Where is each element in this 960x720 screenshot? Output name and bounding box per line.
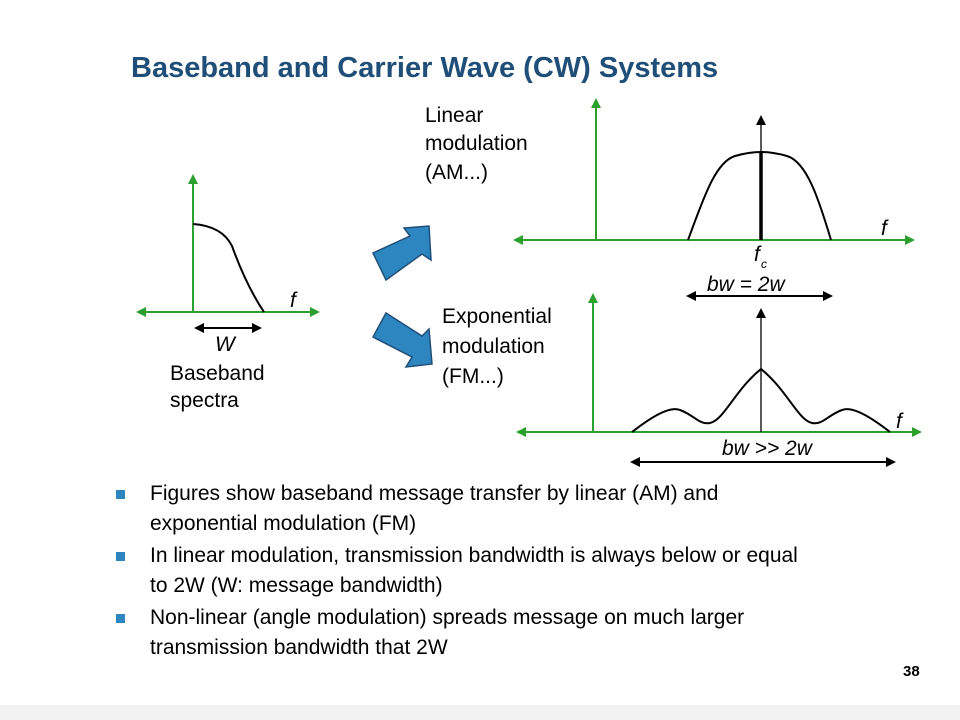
bullet-item: Figures show baseband message transfer b… [113, 479, 853, 539]
baseband-caption-line2: spectra [170, 389, 239, 412]
baseband-plot [136, 174, 320, 333]
exponential-label-line3: (FM...) [442, 365, 504, 388]
baseband-w-label: W [215, 333, 235, 356]
bullet-text-line1: Figures show baseband message transfer b… [150, 482, 719, 505]
bullet-text-line1: Non-linear (angle modulation) spreads me… [150, 606, 745, 629]
linear-spectrum-curve [687, 150, 832, 241]
page-number: 38 [903, 663, 920, 680]
baseband-f-label: f [290, 289, 296, 312]
bullet-list: Figures show baseband message transfer b… [113, 479, 853, 665]
linear-label-line1: Linear [425, 104, 484, 127]
baseband-caption-line1: Baseband [170, 362, 265, 385]
exponential-spectrum-curve [631, 367, 891, 433]
linear-bw-label: bw = 2w [707, 273, 785, 296]
bullet-text-line2: exponential modulation (FM) [150, 512, 417, 535]
bullet-square-icon [116, 490, 125, 499]
bullet-text-line2: transmission bandwidth that 2W [150, 636, 448, 659]
linear-label-line3: (AM...) [425, 161, 488, 184]
exponential-bw-label: bw >> 2w [722, 437, 812, 460]
bullet-square-icon [116, 552, 125, 561]
exponential-label-line1: Exponential [442, 305, 552, 328]
linear-plot [513, 98, 915, 301]
footer-band [0, 705, 960, 720]
slide-title: Baseband and Carrier Wave (CW) Systems [131, 52, 719, 84]
bullet-text-line1: In linear modulation, transmission bandw… [150, 544, 798, 567]
arrow-to-exponential [371, 311, 433, 368]
exponential-label-line2: modulation [442, 335, 545, 358]
baseband-spectrum-curve [192, 223, 265, 313]
linear-f-label: f [881, 217, 887, 240]
bullet-item: Non-linear (angle modulation) spreads me… [113, 603, 853, 663]
bullet-text-line2: to 2W (W: message bandwidth) [150, 574, 443, 597]
arrow-to-linear [371, 225, 432, 282]
bullet-square-icon [116, 614, 125, 623]
linear-label-line2: modulation [425, 132, 528, 155]
linear-fc-label: f [754, 243, 760, 266]
exponential-f-label: f [896, 410, 902, 433]
linear-fc-subscript: c [761, 257, 767, 271]
bullet-item: In linear modulation, transmission bandw… [113, 541, 853, 601]
exponential-plot [516, 293, 922, 467]
